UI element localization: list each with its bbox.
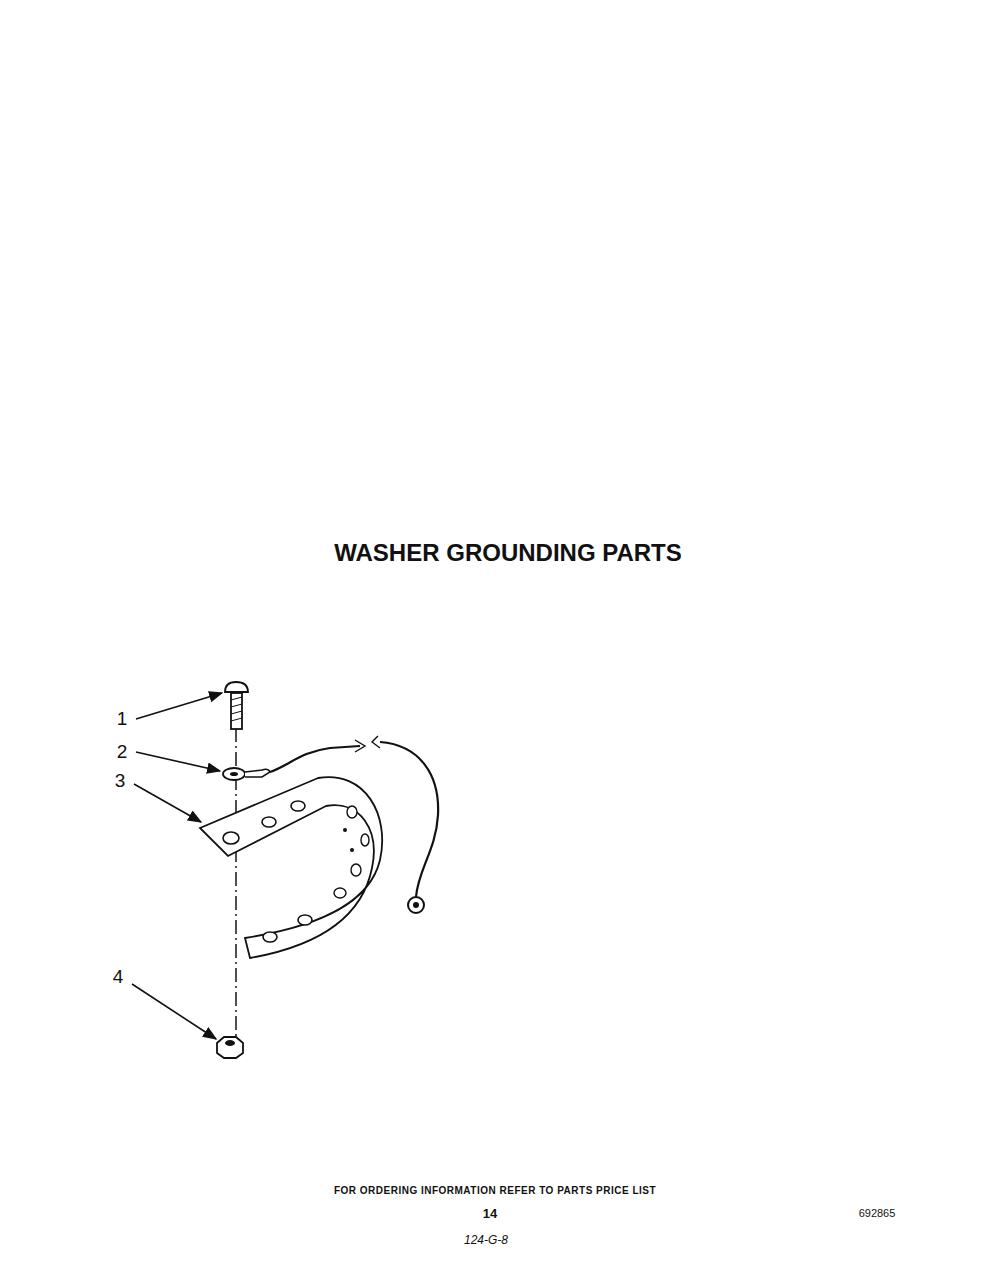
diagram-caption: FOR ORDERING INFORMATION REFER TO PARTS …	[334, 1185, 656, 1196]
ground-strap	[200, 777, 382, 958]
strap-hole	[291, 801, 305, 811]
ring-terminal-hole	[413, 902, 419, 908]
strap-dot	[343, 828, 347, 832]
washer-hole	[230, 772, 238, 776]
handwritten-note: 124-G-8	[464, 1233, 508, 1247]
strap-hole	[263, 932, 277, 942]
callout-number: 2	[117, 741, 128, 763]
strap-hole	[262, 817, 276, 827]
leader-line	[134, 784, 201, 822]
wire	[380, 742, 438, 897]
leader-line	[132, 984, 216, 1039]
screw-shank	[231, 693, 242, 729]
nut	[217, 1037, 243, 1058]
strap-hole	[351, 864, 361, 876]
ring-terminal	[408, 897, 424, 913]
washer	[223, 768, 245, 780]
screw-head	[225, 682, 248, 692]
nut-body	[217, 1037, 243, 1058]
screw	[225, 682, 248, 729]
callout-number: 3	[115, 770, 126, 792]
leader-line	[136, 693, 222, 719]
wire-break	[372, 736, 380, 748]
screw-thread	[231, 718, 242, 721]
strap-hole	[223, 832, 239, 844]
strap-hole	[334, 888, 346, 898]
callout-number: 1	[117, 708, 128, 730]
leader-line	[136, 752, 220, 771]
strap-body	[200, 777, 382, 958]
strap-hole	[361, 834, 369, 846]
strap-hole	[298, 915, 312, 925]
strap-hole	[347, 806, 357, 818]
washer-lug	[245, 769, 270, 777]
ground-washer	[223, 768, 270, 780]
page-number: 14	[483, 1206, 497, 1221]
diagram-title: WASHER GROUNDING PARTS	[334, 539, 682, 567]
nut-hole	[225, 1040, 235, 1046]
wire	[270, 746, 360, 772]
screw-thread	[231, 711, 242, 714]
ground-wire	[270, 736, 438, 913]
screw-thread	[231, 697, 242, 700]
drawing-number: 692865	[859, 1207, 896, 1219]
strap-dot	[350, 848, 354, 852]
wire-break	[355, 740, 365, 752]
screw-thread	[231, 704, 242, 707]
callout-number: 4	[113, 966, 124, 988]
